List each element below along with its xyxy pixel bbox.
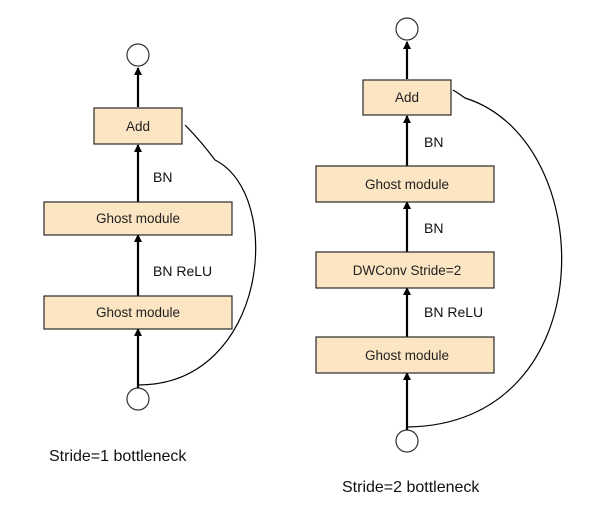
stride2-ghost-module-block-bottom (315, 336, 495, 374)
stride1-edge-label-bn: BN (153, 169, 172, 185)
stride1-ghost-module-label-top: Ghost module (96, 211, 180, 226)
stride1-ghost-module-block-top (43, 201, 233, 236)
stride2-caption: Stride=2 bottleneck (342, 479, 480, 496)
stride1-input-node (126, 387, 150, 411)
stride1-output-node (126, 43, 150, 67)
stride2-diagram: Add Ghost module DWConv Stride=2 Ghost m… (315, 17, 563, 496)
stride2-input-node (395, 429, 419, 453)
stride2-dwconv-label: DWConv Stride=2 (353, 263, 461, 278)
stride2-edge-label-bn-relu: BN ReLU (424, 304, 483, 320)
stride1-skip-connection (137, 124, 257, 386)
stride2-edge-label-bn-top: BN (424, 134, 443, 150)
stride2-ghost-module-label-bottom: Ghost module (365, 348, 449, 363)
stride1-edge-label-bn-relu: BN ReLU (153, 263, 212, 279)
stride1-ghost-module-block-bottom (43, 295, 233, 330)
stride1-caption: Stride=1 bottleneck (49, 448, 187, 465)
stride2-output-node (395, 17, 419, 41)
stride1-ghost-module-label-bottom: Ghost module (96, 305, 180, 320)
stride1-add-label: Add (126, 119, 150, 134)
stride2-dwconv-block (315, 251, 495, 289)
stride2-add-block (362, 79, 452, 116)
stride1-diagram: Add Ghost module Ghost module BN BN ReLU… (43, 43, 257, 465)
stride2-ghost-module-label-top: Ghost module (365, 177, 449, 192)
stride2-add-label: Add (395, 90, 419, 105)
stride1-add-block (93, 107, 183, 145)
stride2-skip-connection (406, 89, 563, 428)
stride2-ghost-module-block-top (315, 165, 495, 203)
stride2-edge-label-bn-middle: BN (424, 220, 443, 236)
